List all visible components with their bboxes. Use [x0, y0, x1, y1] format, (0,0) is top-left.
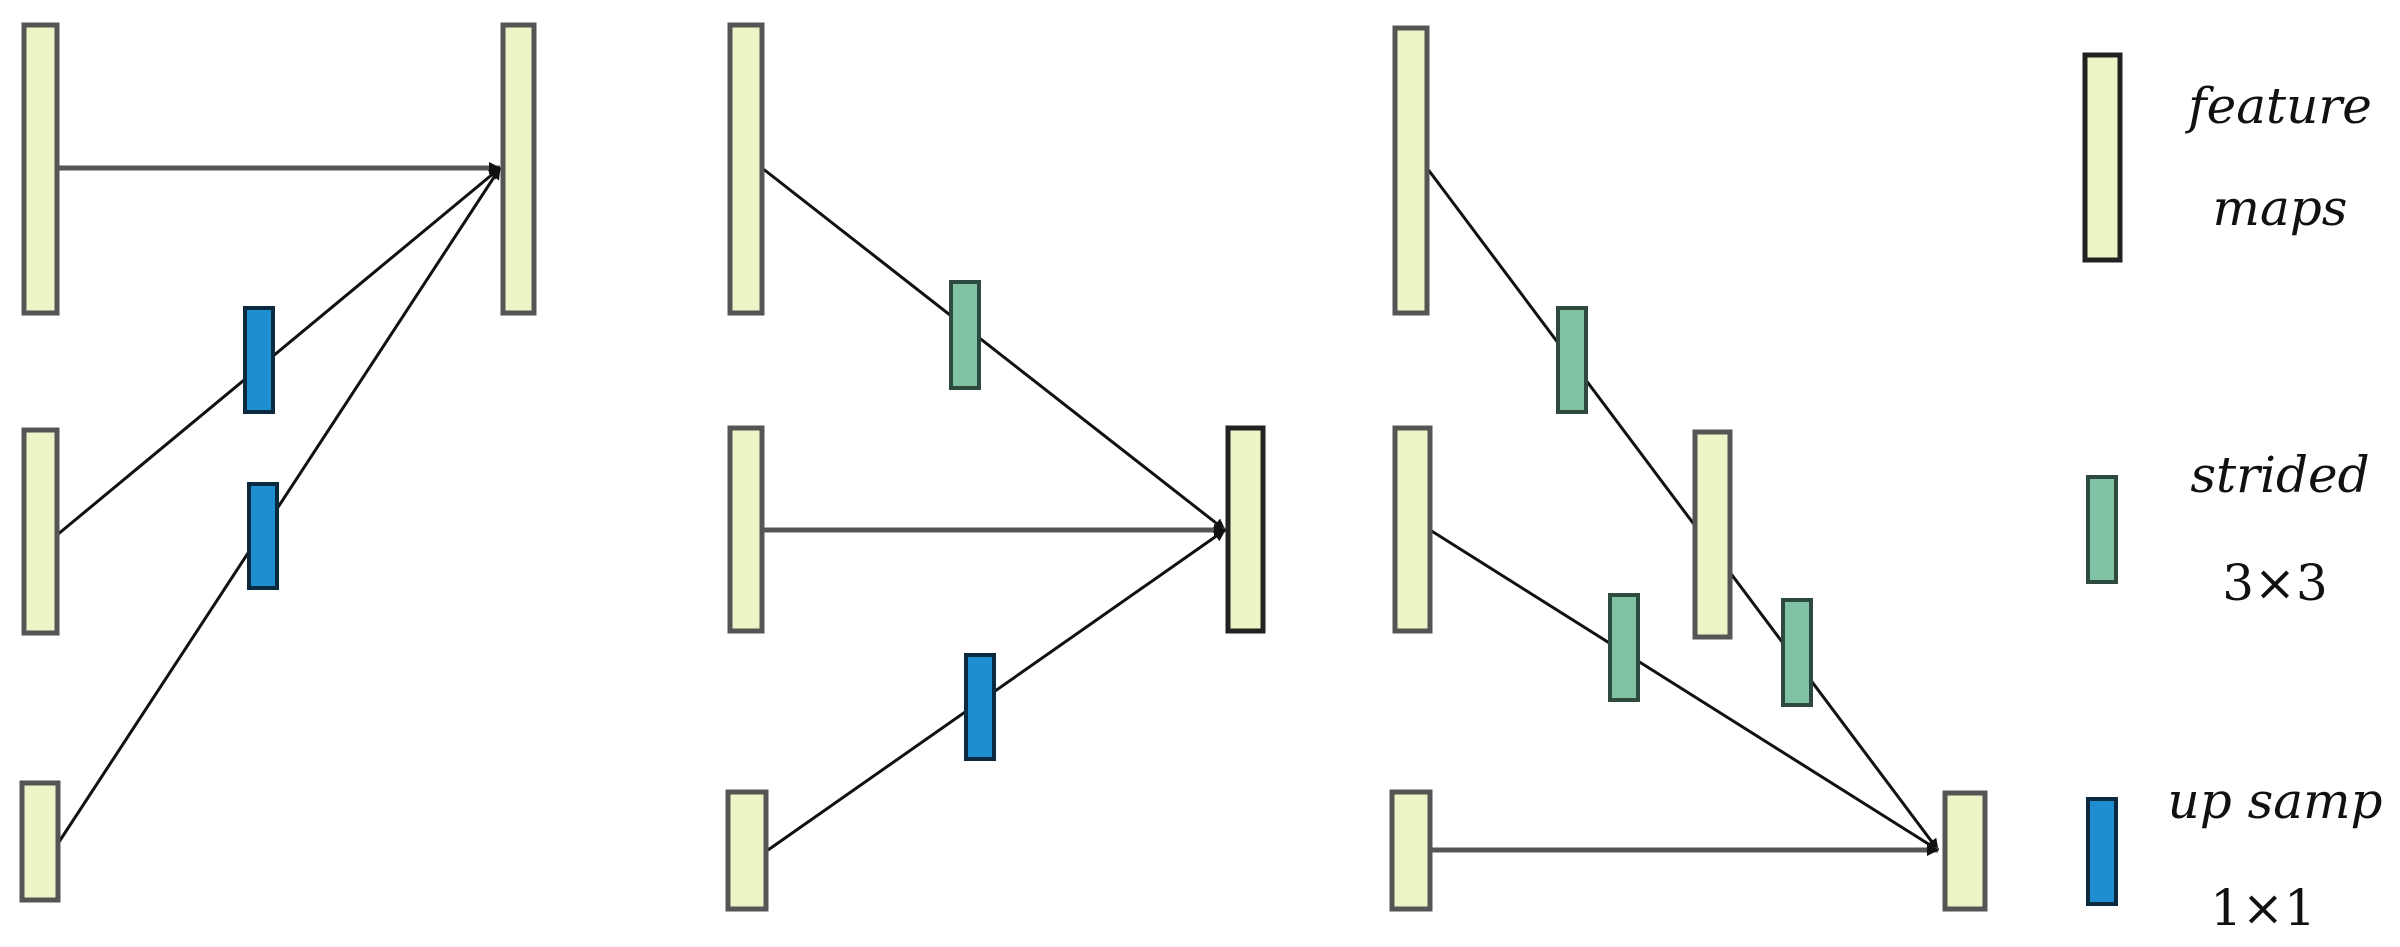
p3-feature-map-bot	[1389, 789, 1433, 912]
p1-feature-map-mid	[21, 427, 60, 636]
p2-feature-map-bot	[725, 789, 769, 912]
legend-upsamp-label-line1: up samp	[2168, 772, 2383, 830]
legend-strided-label-line2: 3×3	[2222, 554, 2328, 612]
legend-upsamp-swatch	[2086, 797, 2118, 906]
p3-feature-map-output	[1942, 790, 1988, 912]
p2-feature-map-mid	[727, 425, 765, 634]
panel-1	[19, 22, 537, 903]
panel-3	[1389, 25, 1988, 912]
p2-feature-map-output	[1225, 425, 1266, 634]
p3-feature-map-top	[1392, 25, 1430, 316]
legend-upsamp-label-line2: 1×1	[2210, 879, 2316, 937]
panel-2	[725, 22, 1266, 912]
legend: feature maps strided 3×3 up samp 1×1	[2082, 52, 2383, 937]
p3-arrow-mid	[1429, 528, 1939, 852]
p3-strided-block-2	[1608, 593, 1640, 702]
legend-strided-label-line1: strided	[2190, 446, 2369, 504]
legend-feature-label-line1: feature	[2184, 77, 2372, 135]
p3-arrow-top	[1425, 167, 1940, 851]
legend-feature-label-line2: maps	[2213, 179, 2348, 237]
legend-feature-swatch	[2082, 52, 2123, 263]
p1-upsamp-block-2	[247, 482, 279, 590]
p2-upsamp-block	[964, 653, 996, 761]
p3-strided-block-1	[1556, 306, 1588, 414]
p2-arrow-top	[761, 166, 1226, 532]
p3-strided-block-3	[1781, 598, 1813, 707]
p2-strided-block	[949, 280, 981, 390]
p1-feature-map-output	[500, 22, 537, 316]
p1-feature-map-bot	[19, 780, 61, 903]
legend-strided-swatch	[2086, 475, 2118, 584]
p3-feature-map-mid	[1392, 425, 1433, 634]
p1-arrow-mid	[56, 166, 501, 537]
p2-arrow-bot	[767, 528, 1226, 852]
p2-feature-map-top	[727, 22, 765, 316]
p1-feature-map-top	[21, 22, 60, 316]
p3-feature-map-intermediate	[1692, 429, 1733, 640]
p1-upsamp-block-1	[243, 306, 275, 414]
